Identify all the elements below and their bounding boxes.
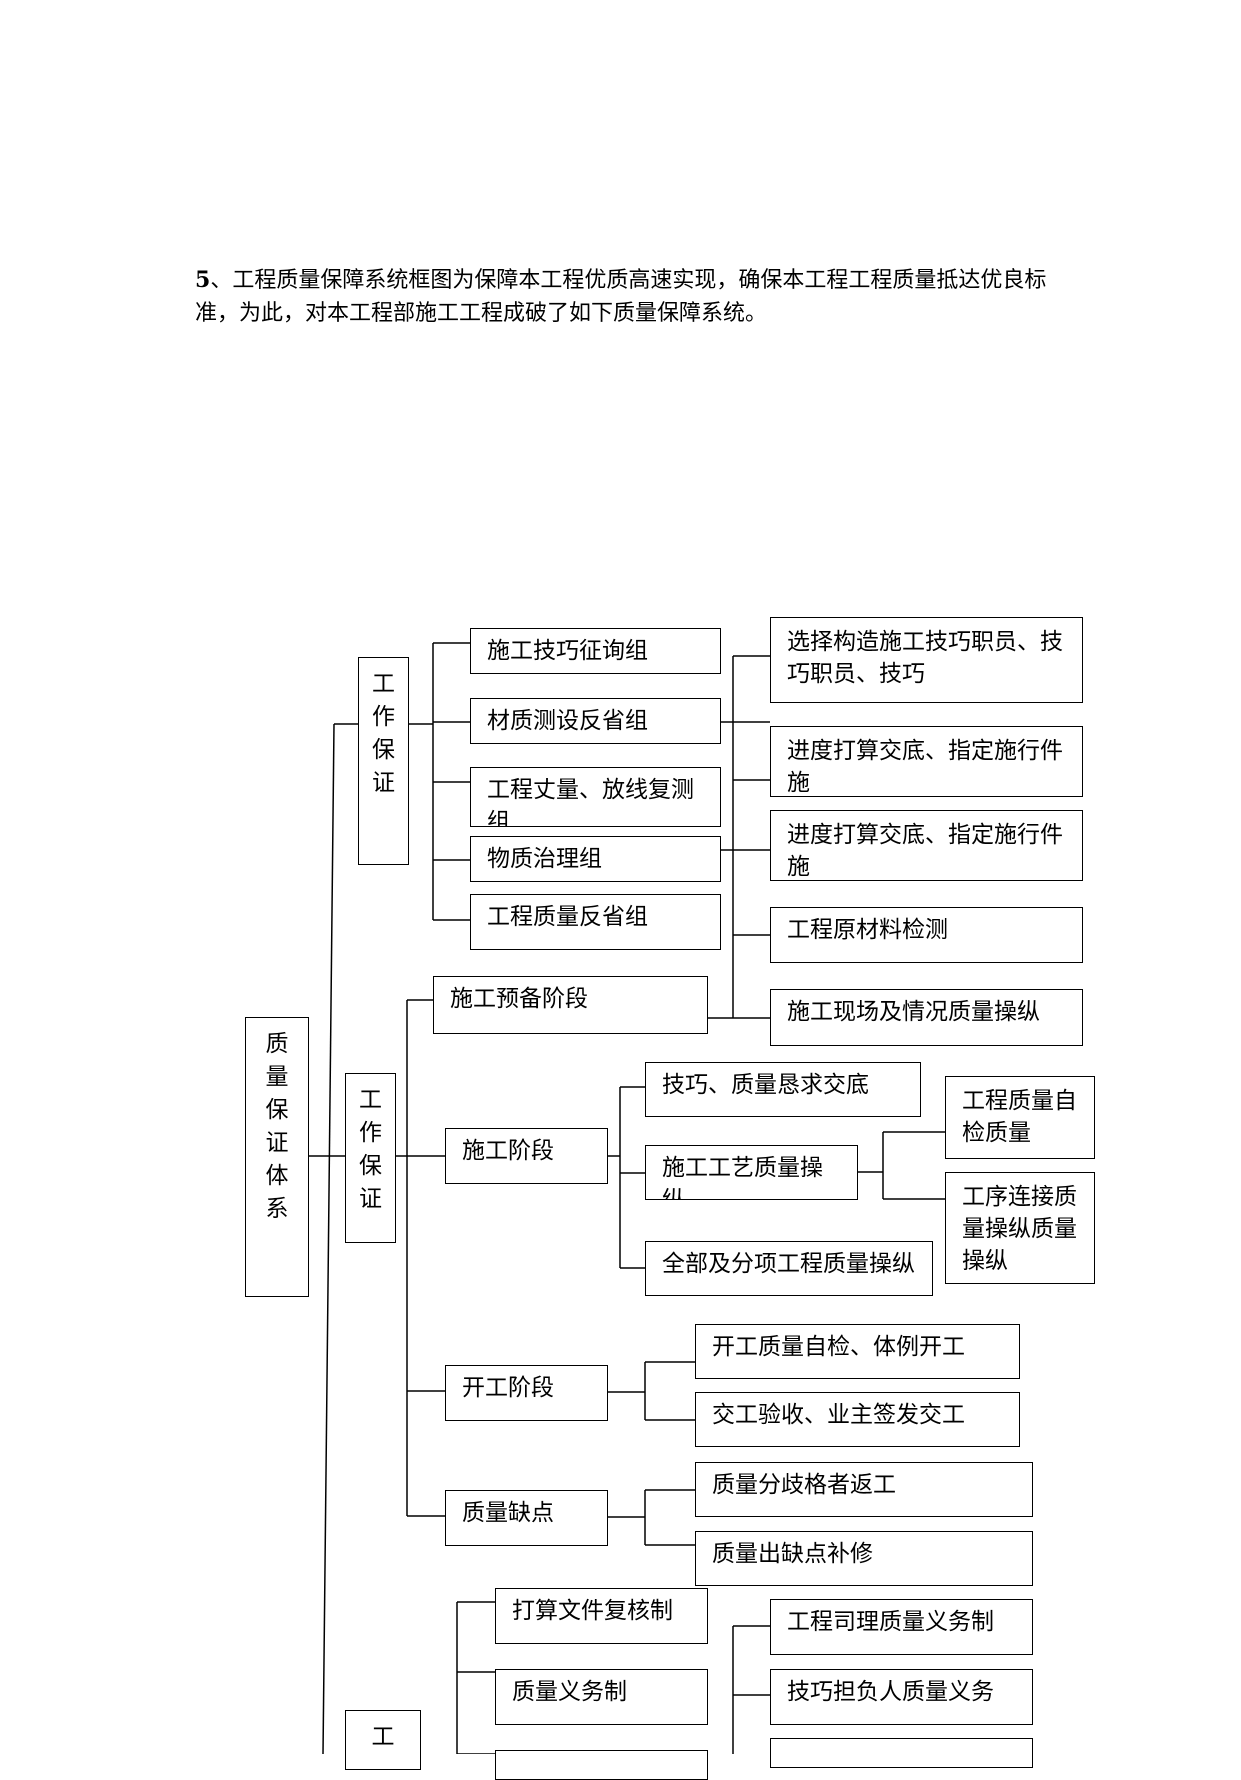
stage-start-label: 开工阶段: [462, 1375, 554, 1401]
stage-preparation-label: 施工预备阶段: [450, 986, 588, 1012]
intro-paragraph: 5、工程质量保障系统框图为保障本工程优质高速实现，确保本工程工程质量抵达优良标准…: [195, 264, 1055, 330]
defect-item-2: 质量出缺点补修: [695, 1531, 1033, 1586]
start-item-1-label: 开工质量自检、体例开工: [712, 1334, 965, 1360]
construction-item-2-label: 施工工艺质量操纵: [662, 1155, 823, 1200]
duty-item-3: [770, 1738, 1033, 1768]
system-item-1: 打算文件复核制: [495, 1588, 708, 1644]
work-guarantee-box-2: 工作保证: [345, 1073, 396, 1243]
right-box-1-label: 选择构造施工技巧职员、技巧职员、技巧: [787, 629, 1063, 687]
work-guarantee-box-3: 工: [345, 1710, 421, 1770]
start-item-1: 开工质量自检、体例开工: [695, 1324, 1020, 1379]
construction-item-2: 施工工艺质量操纵: [645, 1145, 858, 1200]
start-item-2: 交工验收、业主签发交工: [695, 1392, 1020, 1447]
right-box-4-label: 工程原材料检测: [787, 917, 948, 943]
group-survey-label: 工程丈量、放线复测组: [487, 777, 694, 827]
right-box-5: 施工现场及情况质量操纵: [770, 989, 1083, 1046]
right-box-3: 进度打算交底、指定施行件施: [770, 810, 1083, 881]
group-tech-consult: 施工技巧征询组: [470, 628, 721, 674]
root-label: 质量保证体系: [265, 1031, 289, 1222]
stage-defect-label: 质量缺点: [462, 1500, 554, 1526]
duty-item-1-label: 工程司理质量义务制: [787, 1609, 994, 1635]
construction-item-1-label: 技巧、质量恳求交底: [662, 1072, 869, 1098]
system-item-2-label: 质量义务制: [512, 1679, 627, 1705]
construction-item-3-label: 全部及分项工程质量操纵: [662, 1251, 915, 1277]
handover-label: 工序连接质量操纵质量操纵: [962, 1184, 1077, 1274]
work-guarantee-box-1: 工作保证: [358, 657, 409, 865]
stage-construction-label: 施工阶段: [462, 1138, 554, 1164]
defect-item-2-label: 质量出缺点补修: [712, 1541, 873, 1567]
stage-preparation: 施工预备阶段: [433, 976, 708, 1034]
right-box-2-label: 进度打算交底、指定施行件施: [787, 738, 1063, 796]
group-quality-check-label: 工程质量反省组: [487, 904, 648, 930]
stage-construction: 施工阶段: [445, 1128, 608, 1184]
right-box-2: 进度打算交底、指定施行件施: [770, 726, 1083, 797]
group-survey: 工程丈量、放线复测组: [470, 767, 721, 827]
group-material-test-label: 材质测设反省组: [487, 708, 648, 734]
self-check-label: 工程质量自检质量: [962, 1088, 1077, 1146]
work-guarantee-label-1: 工作保证: [372, 671, 395, 796]
self-check-box: 工程质量自检质量: [945, 1076, 1095, 1159]
work-guarantee-label-2: 工作保证: [359, 1087, 382, 1212]
system-item-2: 质量义务制: [495, 1669, 708, 1725]
start-item-2-label: 交工验收、业主签发交工: [712, 1402, 965, 1428]
work-guarantee-label-3: 工: [371, 1724, 395, 1750]
stage-defect: 质量缺点: [445, 1490, 608, 1546]
right-box-1: 选择构造施工技巧职员、技巧职员、技巧: [770, 617, 1083, 703]
right-box-5-label: 施工现场及情况质量操纵: [787, 999, 1040, 1025]
duty-item-1: 工程司理质量义务制: [770, 1599, 1033, 1655]
stage-start: 开工阶段: [445, 1365, 608, 1421]
intro-text: 、工程质量保障系统框图为保障本工程优质高速实现，确保本工程工程质量抵达优良标准，…: [195, 268, 1047, 326]
handover-box: 工序连接质量操纵质量操纵: [945, 1172, 1095, 1284]
group-quality-check: 工程质量反省组: [470, 894, 721, 950]
root-node: 质量保证体系: [245, 1017, 309, 1297]
defect-item-1: 质量分歧格者返工: [695, 1462, 1033, 1517]
duty-item-2-label: 技巧担负人质量义务: [787, 1679, 994, 1705]
right-box-4: 工程原材料检测: [770, 907, 1083, 963]
system-item-3: [495, 1750, 708, 1780]
group-material-test: 材质测设反省组: [470, 698, 721, 744]
group-material-mgmt: 物质治理组: [470, 836, 721, 882]
defect-item-1-label: 质量分歧格者返工: [712, 1472, 896, 1498]
group-tech-consult-label: 施工技巧征询组: [487, 638, 648, 664]
right-box-3-label: 进度打算交底、指定施行件施: [787, 822, 1063, 880]
group-material-mgmt-label: 物质治理组: [487, 846, 602, 872]
system-item-1-label: 打算文件复核制: [512, 1598, 673, 1624]
duty-item-2: 技巧担负人质量义务: [770, 1669, 1033, 1725]
intro-number: 5: [195, 267, 211, 293]
construction-item-3: 全部及分项工程质量操纵: [645, 1241, 933, 1296]
construction-item-1: 技巧、质量恳求交底: [645, 1062, 921, 1117]
